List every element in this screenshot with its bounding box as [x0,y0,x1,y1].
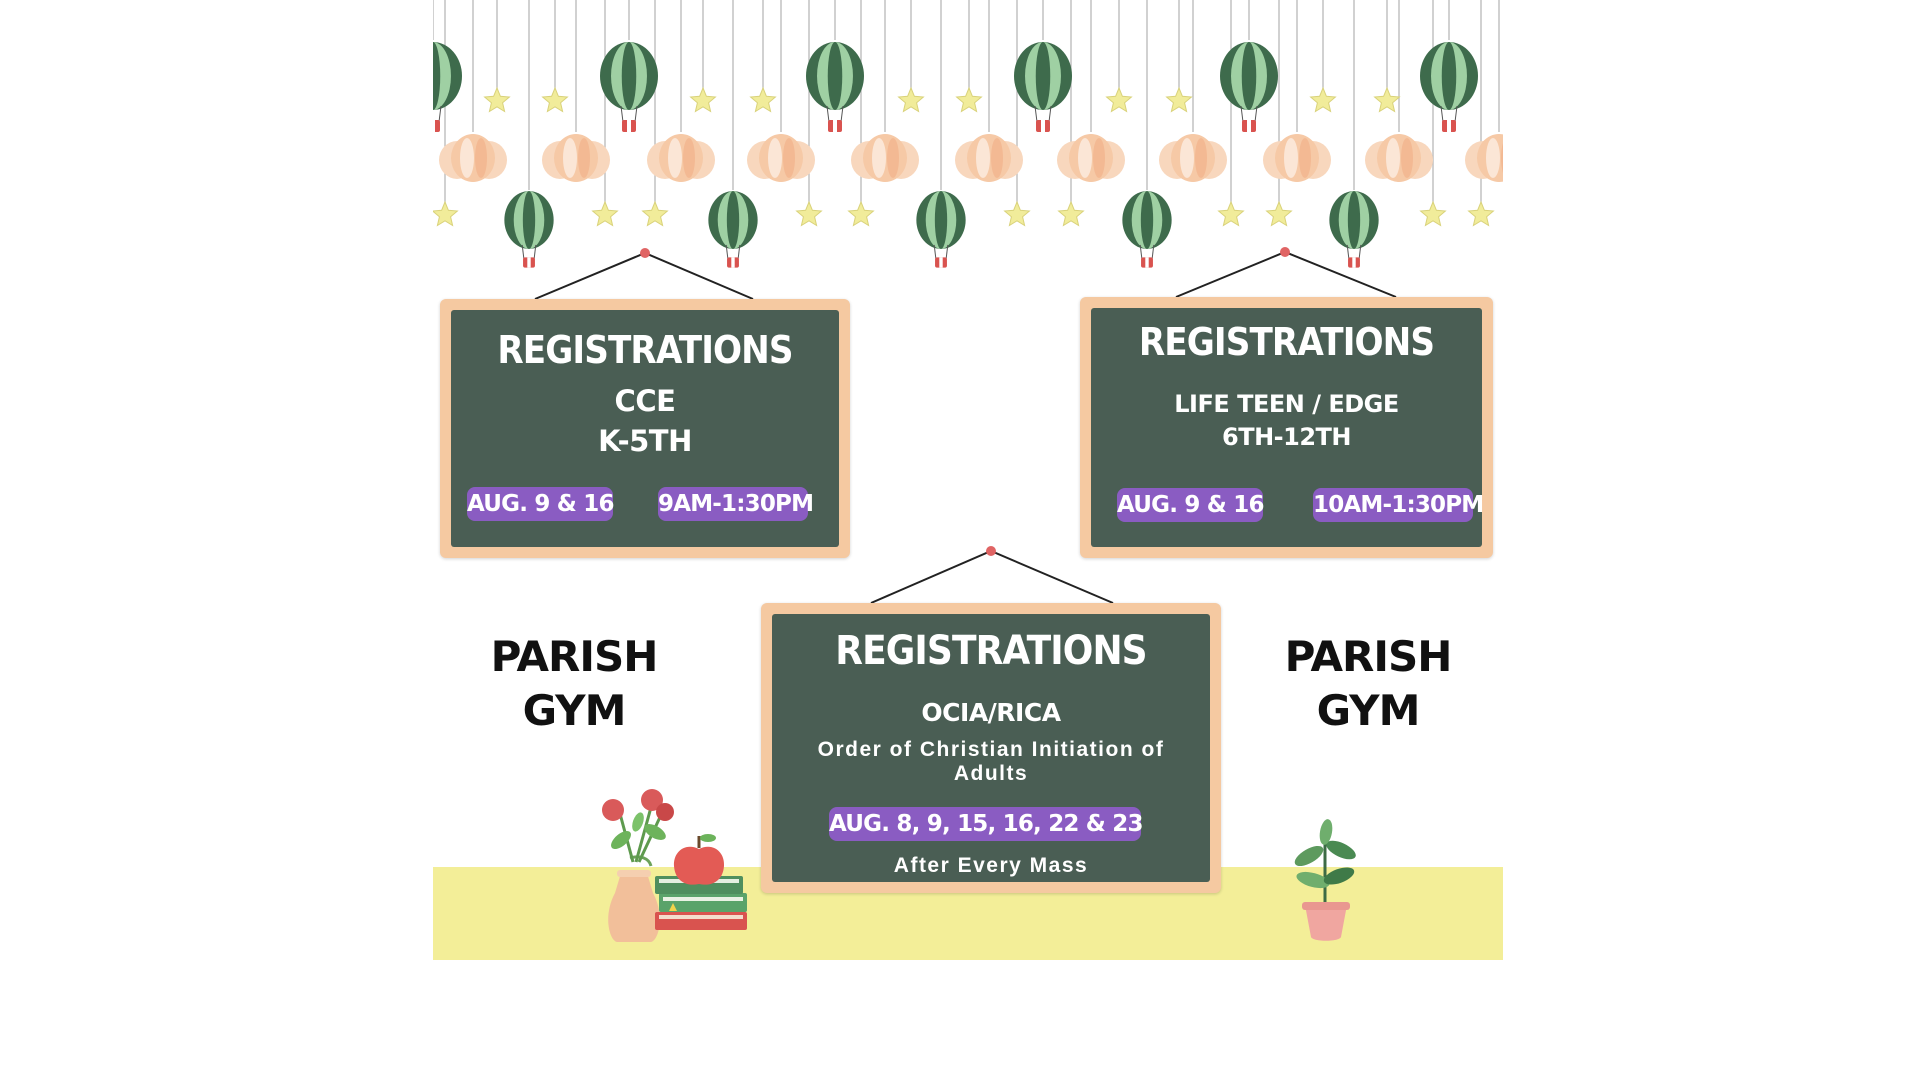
hot-air-balloon-icon [1329,191,1379,268]
star-icon [1373,86,1401,113]
registration-poster: REGISTRATIONS CCE K-5TH AUG. 9 & 16 9AM-… [433,0,1503,960]
hot-air-balloon-icon [916,191,966,268]
hot-air-balloon-icon [1420,42,1478,132]
star-icon [749,86,777,113]
program-name: LIFE TEEN / EDGE [1174,390,1399,418]
star-icon [1217,200,1245,227]
dates-badge: AUG. 8, 9, 15, 16, 22 & 23 [829,807,1143,841]
cloud-icon [1465,134,1503,182]
location-line-2: GYM [522,686,627,735]
time-note: After Every Mass [893,854,1089,877]
star-icon [1265,200,1293,227]
hot-air-balloon-icon [504,191,554,268]
cloud-icon [1263,134,1331,182]
cloud-icon [747,134,815,182]
location-line-1: PARISH [1284,632,1453,681]
star-icon [689,86,717,113]
hot-air-balloon-icon [1220,42,1278,132]
registration-board-cce: REGISTRATIONS CCE K-5TH AUG. 9 & 16 9AM-… [440,299,850,558]
chalkboard-cce: REGISTRATIONS CCE K-5TH AUG. 9 & 16 9AM-… [451,310,839,547]
hanging-ornaments [433,42,1503,268]
hot-air-balloon-icon [600,42,658,132]
hot-air-balloon-icon [708,191,758,268]
star-icon [955,86,983,113]
program-name: OCIA/RICA [921,698,1061,727]
hot-air-balloon-icon [433,42,462,132]
registration-board-ocia: REGISTRATIONS OCIA/RICA Order of Christi… [761,603,1221,893]
grade-range: K-5TH [598,424,692,458]
time-badge: 9AM-1:30PM [658,487,814,521]
cloud-icon [851,134,919,182]
cloud-icon [542,134,610,182]
time-badge: 10AM-1:30PM [1313,488,1484,522]
dates-badge: AUG. 9 & 16 [467,487,614,521]
flower-vase-icon [602,789,674,942]
location-line-2: GYM [1316,686,1421,735]
chalkboard-ocia: REGISTRATIONS OCIA/RICA Order of Christi… [772,614,1210,882]
star-icon [1309,86,1337,113]
grade-range: 6TH-12TH [1222,423,1351,451]
potted-plant-icon [1294,819,1356,941]
cloud-icon [955,134,1023,182]
program-name: CCE [614,384,676,418]
star-icon [1165,86,1193,113]
chalkboard-lifeteen: REGISTRATIONS LIFE TEEN / EDGE 6TH-12TH … [1091,308,1484,547]
board-title: REGISTRATIONS [1138,320,1435,364]
apple-icon [673,834,725,885]
star-icon [433,200,459,227]
location-line-1: PARISH [490,632,659,681]
hot-air-balloon-icon [806,42,864,132]
poster-decorations [433,0,1503,960]
star-icon [1467,200,1495,227]
registration-board-lifeteen: REGISTRATIONS LIFE TEEN / EDGE 6TH-12TH … [1080,297,1493,558]
star-icon [541,86,569,113]
cloud-icon [1365,134,1433,182]
program-description: Order of Christian Initiation of Adults [817,738,1165,785]
cloud-icon [439,134,507,182]
hang-nails [640,247,1290,556]
star-icon [847,200,875,227]
cloud-icon [1159,134,1227,182]
star-icon [795,200,823,227]
hot-air-balloon-icon [1014,42,1072,132]
location-left: PARISH GYM [464,630,684,738]
cloud-icon [1057,134,1125,182]
star-icon [591,200,619,227]
star-icon [483,86,511,113]
star-icon [1105,86,1133,113]
star-icon [1057,200,1085,227]
dates-badge: AUG. 9 & 16 [1117,488,1264,522]
cloud-icon [647,134,715,182]
star-icon [897,86,925,113]
star-icon [1003,200,1031,227]
board-title: REGISTRATIONS [497,328,793,372]
hot-air-balloon-icon [1122,191,1172,268]
star-icon [1419,200,1447,227]
location-right: PARISH GYM [1258,630,1478,738]
star-icon [641,200,669,227]
board-title: REGISTRATIONS [835,628,1147,674]
